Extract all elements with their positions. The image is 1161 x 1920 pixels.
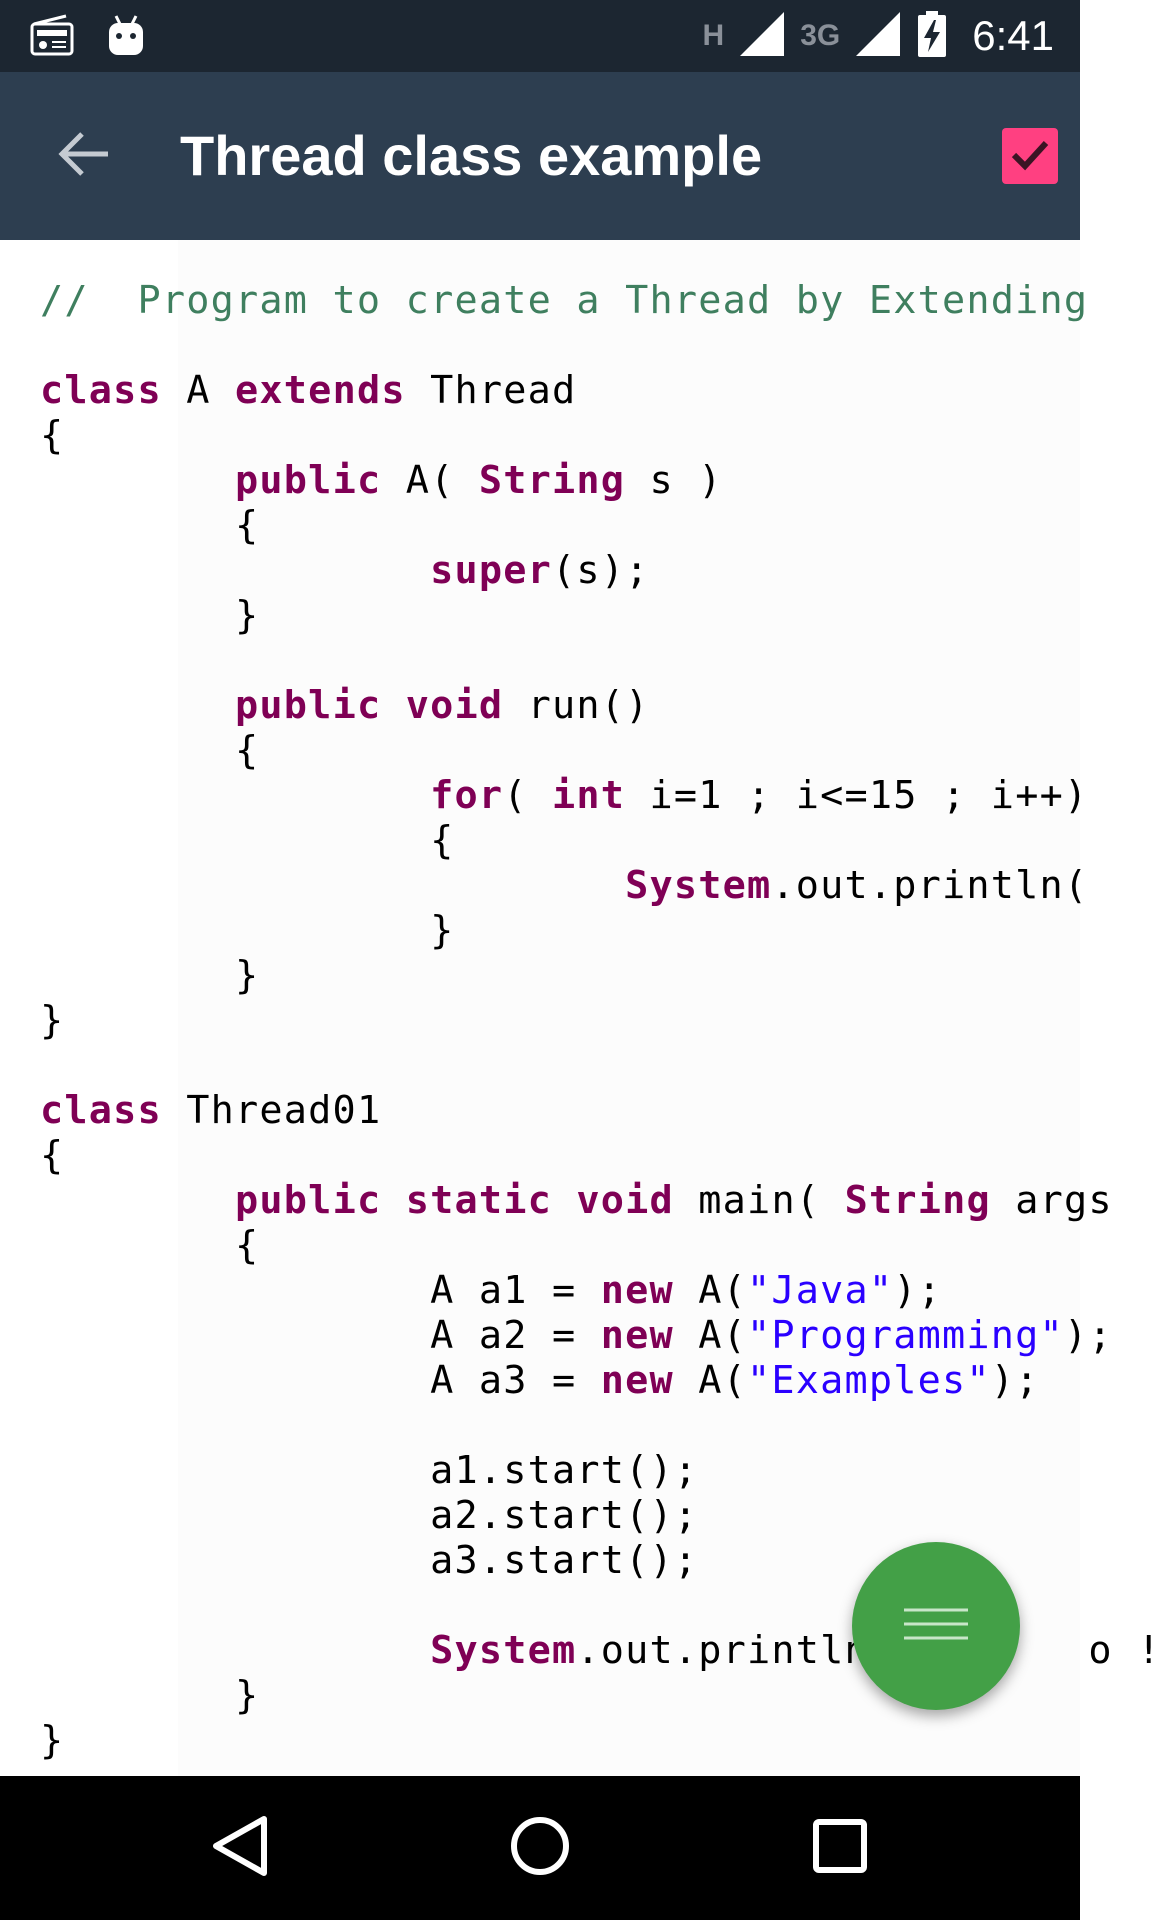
back-button[interactable] [40,112,128,200]
network-type-label-3g: 3G [800,19,841,52]
code-line: // Program to create a Thread by Extendi… [40,278,1089,323]
code-line: { [40,728,260,773]
battery-charging-icon [916,10,948,63]
code-line: public void run() [235,683,650,728]
network-type-label: H [702,19,725,52]
code-line: } [40,953,260,998]
menu-fab-button[interactable] [852,1542,1020,1710]
code-line: System.out.println( [625,863,1089,908]
code-line: super(s); [430,548,650,593]
radio-icon [28,12,76,65]
status-clock: 6:41 [972,12,1054,59]
code-line: { [40,1133,65,1178]
code-line: } [40,908,455,953]
menu-icon [902,1602,970,1651]
code-line [40,323,1161,368]
code-line: { [40,413,65,458]
code-line: a2.start(); [40,1493,699,1538]
code-line: a1.start(); [40,1448,699,1493]
app-bar: Thread class example [0,72,1080,240]
nav-back-icon [210,1814,270,1883]
code-line: class A extends Thread [40,368,577,413]
signal-icon [738,10,786,63]
code-line: class Thread01 [40,1088,382,1133]
arrow-back-icon [56,126,112,187]
code-viewer[interactable]: // Program to create a Thread by Extendi… [0,240,1160,1776]
android-debug-icon [106,14,146,63]
code-line: System.out.println( o ! [430,1628,1161,1673]
code-line [40,1043,1161,1088]
code-block: // Program to create a Thread by Extendi… [40,278,1161,1763]
code-line: public A( String s ) [235,458,723,503]
nav-recents-button[interactable] [790,1806,890,1890]
code-line: { [40,818,455,863]
checkbox-checked-icon [1008,132,1052,181]
signal-icon-secondary [854,10,902,63]
nav-back-button[interactable] [190,1806,290,1890]
code-line: public static void main( String args [235,1178,1113,1223]
nav-recents-icon [812,1818,868,1879]
code-line [40,1403,1161,1448]
nav-home-icon [508,1814,572,1883]
code-line: A a2 = new A("Programming"); [40,1313,1113,1358]
code-line [40,638,1161,683]
code-line: a3.start(); [40,1538,699,1583]
done-checkbox-button[interactable] [1002,128,1058,184]
code-line: A a3 = new A("Examples"); [40,1358,1040,1403]
code-line: for( int i=1 ; i<=15 ; i++) [430,773,1089,818]
code-line: A a1 = new A("Java"); [40,1268,943,1313]
navigation-bar [0,1776,1080,1920]
code-line: { [40,1223,260,1268]
status-bar: H 3G 6:41 [0,0,1080,72]
nav-home-button[interactable] [490,1806,590,1890]
page-title: Thread class example [180,124,763,187]
indent-guide [178,240,1080,1776]
code-line: } [40,998,65,1043]
code-line: } [40,1673,260,1718]
code-line: } [40,593,260,638]
code-line: } [40,1718,65,1763]
code-line: { [40,503,260,548]
